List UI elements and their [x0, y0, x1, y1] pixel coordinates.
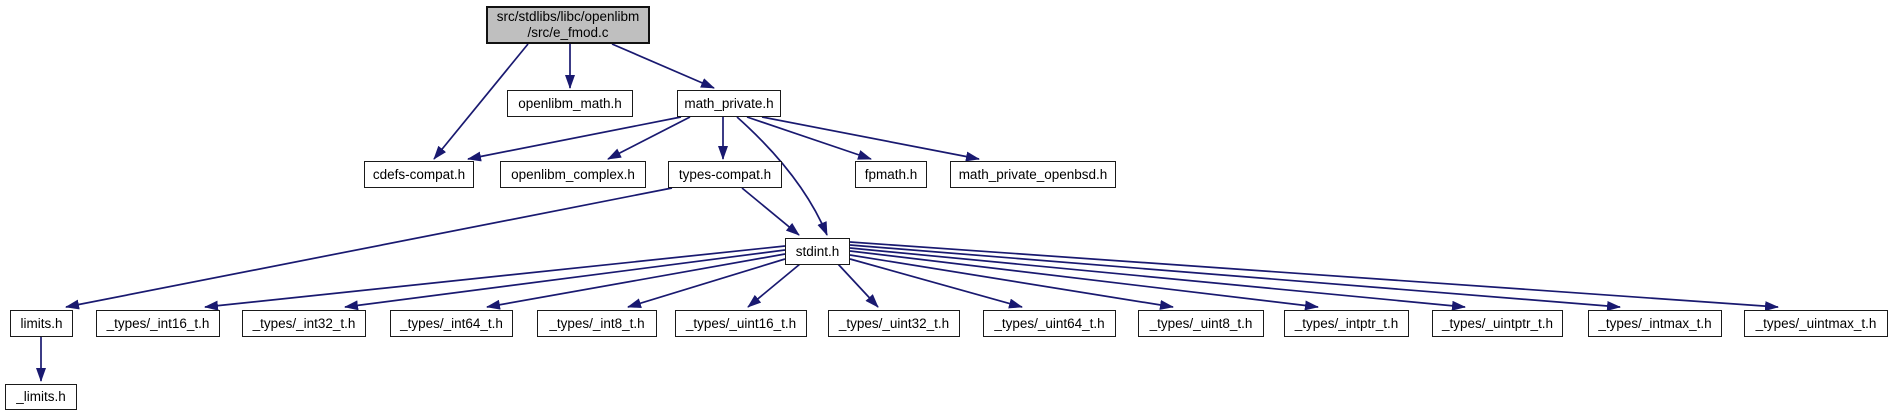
node-cdefs_compat[interactable]: cdefs-compat.h [364, 161, 474, 188]
edge-stdint-to-int64 [486, 253, 786, 310]
edge-types_compat-to-stdint [741, 187, 800, 236]
node-label: _types/_uintmax_t.h [1755, 315, 1877, 331]
node-limits[interactable]: limits.h [10, 310, 73, 337]
edge-stdint-to-uint8 [849, 254, 1174, 310]
edge-math_private-to-stdint [736, 116, 828, 236]
node-uint64[interactable]: _types/_uint64_t.h [983, 310, 1116, 337]
node-uint8[interactable]: _types/_uint8_t.h [1138, 310, 1264, 337]
edge-stdint-to-intptr [849, 250, 1319, 311]
node-label: openlibm_complex.h [511, 166, 635, 182]
node-openlibm_math[interactable]: openlibm_math.h [507, 90, 633, 117]
node-label: src/stdlibs/libc/openlibm /src/e_fmod.c [496, 9, 640, 40]
node-label: limits.h [20, 315, 63, 331]
node-label: _types/_int32_t.h [252, 315, 356, 331]
edge-math_private-to-math_private_openbsd [761, 116, 980, 162]
node-label: _types/_int64_t.h [400, 315, 503, 331]
node-intptr[interactable]: _types/_intptr_t.h [1284, 310, 1409, 337]
edge-math_private-to-cdefs_compat [467, 116, 682, 162]
node-label: _types/_int8_t.h [549, 315, 645, 331]
node-int16[interactable]: _types/_int16_t.h [96, 310, 220, 337]
node-types_compat[interactable]: types-compat.h [668, 161, 782, 188]
node-uintptr[interactable]: _types/_uintptr_t.h [1432, 310, 1563, 337]
node-label: math_private.h [684, 95, 774, 111]
node-label: _types/_intptr_t.h [1294, 315, 1399, 331]
edge-math_private-to-openlibm_complex [607, 116, 691, 160]
node-label: _types/_uint8_t.h [1149, 315, 1253, 331]
node-stdint[interactable]: stdint.h [785, 238, 850, 265]
node-label: fpmath.h [864, 166, 918, 182]
edge-stdint-to-uintptr [849, 247, 1466, 311]
node-label: _types/_intmax_t.h [1598, 315, 1712, 331]
node-e_fmod: src/stdlibs/libc/openlibm /src/e_fmod.c [486, 6, 650, 44]
node-intmax[interactable]: _types/_intmax_t.h [1588, 310, 1722, 337]
node-label: _types/_int16_t.h [106, 315, 210, 331]
node-label: _types/_uint32_t.h [838, 315, 950, 331]
node-label: math_private_openbsd.h [958, 166, 1108, 182]
edge-stdint-to-uint32 [837, 263, 879, 308]
node-_limits[interactable]: _limits.h [5, 384, 77, 410]
node-math_private_openbsd[interactable]: math_private_openbsd.h [950, 161, 1116, 188]
node-fpmath[interactable]: fpmath.h [855, 161, 927, 188]
edge-e_fmod-to-cdefs_compat [433, 43, 529, 160]
node-label: types-compat.h [678, 166, 772, 182]
node-label: stdint.h [795, 243, 840, 259]
node-int64[interactable]: _types/_int64_t.h [390, 310, 513, 337]
node-uint32[interactable]: _types/_uint32_t.h [828, 310, 960, 337]
node-label: cdefs-compat.h [372, 166, 466, 182]
edge-e_fmod-to-math_private [611, 43, 715, 89]
node-uintmax[interactable]: _types/_uintmax_t.h [1744, 310, 1888, 337]
edge-stdint-to-int16 [204, 245, 786, 311]
node-label: _types/_uint64_t.h [994, 315, 1105, 331]
edge-math_private-to-fpmath [746, 116, 872, 160]
node-label: _limits.h [16, 389, 66, 404]
node-label: _types/_uint16_t.h [685, 315, 797, 331]
node-label: openlibm_math.h [518, 95, 622, 111]
edge-stdint-to-int32 [344, 249, 786, 311]
node-int32[interactable]: _types/_int32_t.h [242, 310, 366, 337]
node-math_private[interactable]: math_private.h [677, 90, 781, 117]
edge-stdint-to-uintmax [849, 241, 1779, 312]
edge-stdint-to-uint64 [849, 258, 1023, 309]
edge-types_compat-to-limits [65, 187, 673, 310]
node-uint16[interactable]: _types/_uint16_t.h [675, 310, 807, 337]
edge-stdint-to-uint16 [747, 263, 801, 308]
node-int8[interactable]: _types/_int8_t.h [537, 310, 657, 337]
node-openlibm_complex[interactable]: openlibm_complex.h [500, 161, 646, 188]
node-label: _types/_uintptr_t.h [1441, 315, 1554, 331]
edge-stdint-to-int8 [627, 258, 786, 308]
edge-stdint-to-intmax [849, 244, 1621, 311]
